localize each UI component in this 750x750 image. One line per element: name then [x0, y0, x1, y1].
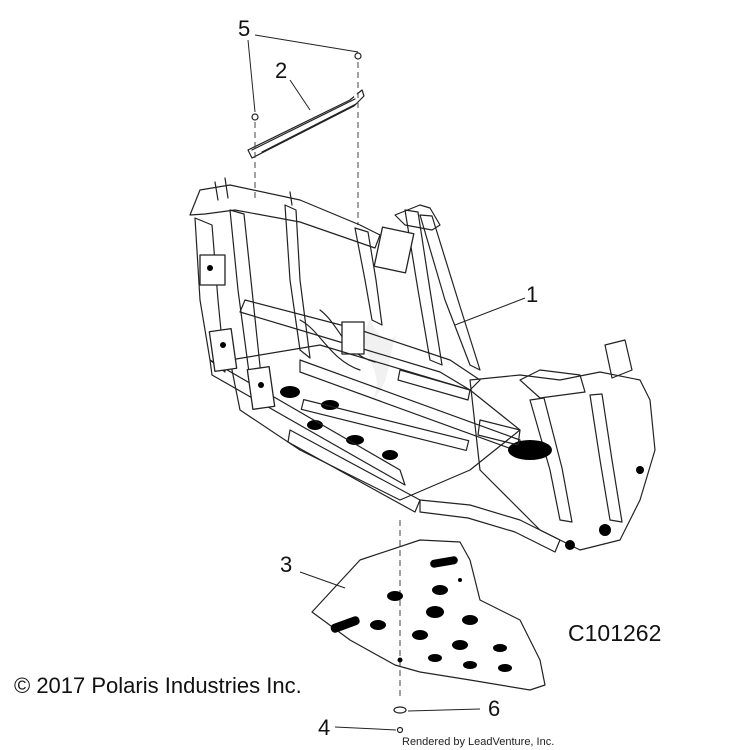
part-3-skid-plate [311, 539, 546, 691]
callout-5: 5 [238, 16, 250, 41]
part-6-grommet [393, 706, 407, 714]
leader-lines [247, 34, 526, 731]
callout-1: 1 [526, 282, 538, 307]
part-5-fasteners [251, 52, 362, 121]
callout-4: 4 [318, 715, 330, 740]
callout-6: 6 [488, 696, 500, 721]
callout-2: 2 [275, 58, 287, 83]
callout-3: 3 [280, 552, 292, 577]
alignment-lines [254, 62, 401, 700]
part-2-crossbar [247, 89, 365, 159]
part-4-fastener [396, 726, 404, 734]
diagram-code: C101262 [568, 620, 661, 646]
copyright-notice: © 2017 Polaris Industries Inc. [14, 673, 302, 698]
rendered-by-credit: Rendered by LeadVenture, Inc. [402, 736, 554, 748]
part-1-main-frame [189, 177, 656, 553]
